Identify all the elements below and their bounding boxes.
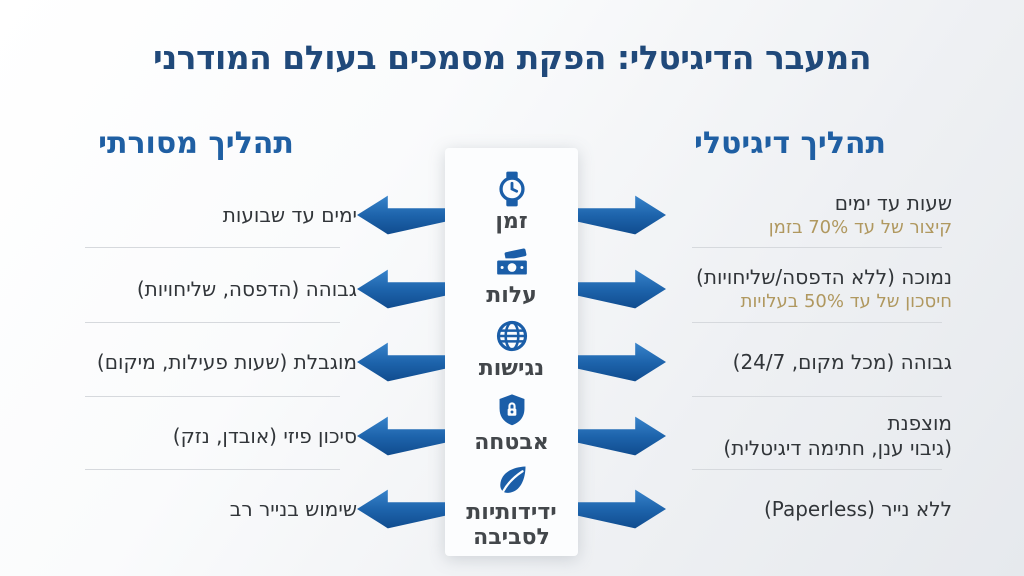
traditional-row-accessibility: מוגבלת (שעות פעילות, מיקום) bbox=[22, 328, 357, 396]
digital-benefit-note: קיצור של עד 70% בזמן bbox=[768, 216, 952, 238]
traditional-row-cost: גבוהה (הדפסה, שליחויות) bbox=[22, 255, 357, 323]
digital-row-security: מוצפנת (גיבוי ענן, חתימה דיגיטלית) bbox=[668, 402, 952, 470]
traditional-row-security: סיכון פיזי (אובדן, נזק) bbox=[22, 402, 357, 470]
watch-icon bbox=[494, 171, 530, 207]
category-label: עלות bbox=[486, 283, 537, 308]
shield-lock-icon bbox=[494, 392, 530, 428]
divider bbox=[85, 247, 340, 248]
left-arrow-icon bbox=[357, 489, 445, 529]
traditional-value: סיכון פיזי (אובדן, נזק) bbox=[172, 423, 357, 448]
divider bbox=[692, 322, 942, 323]
left-arrow-icon bbox=[357, 195, 445, 235]
category-label: אבטחה bbox=[474, 430, 549, 455]
digital-value: שעות עד ימים bbox=[834, 190, 952, 215]
globe-icon bbox=[494, 318, 530, 354]
digital-value: גבוהה (מכל מקום, 24/7) bbox=[732, 349, 952, 374]
digital-value: ללא נייר (Paperless) bbox=[763, 496, 952, 521]
left-arrow-icon bbox=[357, 269, 445, 309]
digital-value: נמוכה (ללא הדפסה/שליחויות) bbox=[696, 264, 952, 289]
traditional-value: שימוש בנייר רב bbox=[229, 496, 357, 521]
traditional-row-time: ימים עד שבועות bbox=[22, 181, 357, 249]
divider bbox=[692, 396, 942, 397]
digital-benefit-note: חיסכון של עד 50% בעלויות bbox=[740, 290, 952, 312]
traditional-column-header: תהליך מסורתי bbox=[98, 126, 294, 161]
divider bbox=[692, 247, 942, 248]
digital-column-header: תהליך דיגיטלי bbox=[694, 126, 886, 161]
leaf-icon bbox=[494, 462, 530, 498]
category-item-security: אבטחה bbox=[445, 392, 578, 456]
category-item-time: זמן bbox=[445, 171, 578, 235]
right-arrow-icon bbox=[578, 489, 666, 529]
right-arrow-icon bbox=[578, 342, 666, 382]
divider bbox=[85, 396, 340, 397]
right-arrow-icon bbox=[578, 269, 666, 309]
digital-row-eco: ללא נייר (Paperless) bbox=[668, 475, 952, 543]
digital-row-cost: נמוכה (ללא הדפסה/שליחויות) חיסכון של עד … bbox=[668, 255, 952, 323]
left-arrow-icon bbox=[357, 342, 445, 382]
right-arrow-icon bbox=[578, 416, 666, 456]
page-title: המעבר הדיגיטלי: הפקת מסמכים בעולם המודרנ… bbox=[153, 38, 872, 77]
category-label: זמן bbox=[495, 209, 528, 234]
divider bbox=[85, 469, 340, 470]
traditional-value: ימים עד שבועות bbox=[222, 202, 357, 227]
banknote-icon bbox=[494, 245, 530, 281]
category-label: ידידותיות לסביבה bbox=[466, 500, 557, 550]
traditional-row-eco: שימוש בנייר רב bbox=[22, 475, 357, 543]
category-item-cost: עלות bbox=[445, 245, 578, 309]
traditional-value: גבוהה (הדפסה, שליחויות) bbox=[136, 276, 357, 301]
right-arrow-icon bbox=[578, 195, 666, 235]
category-item-accessibility: נגישות bbox=[445, 318, 578, 382]
category-label: נגישות bbox=[478, 356, 545, 381]
digital-value: מוצפנת bbox=[887, 411, 952, 435]
left-arrow-icon bbox=[357, 416, 445, 456]
divider bbox=[692, 469, 942, 470]
traditional-value: מוגבלת (שעות פעילות, מיקום) bbox=[96, 349, 357, 374]
digital-row-time: שעות עד ימים קיצור של עד 70% בזמן bbox=[668, 181, 952, 249]
digital-value-detail: (גיבוי ענן, חתימה דיגיטלית) bbox=[723, 436, 952, 460]
category-item-eco: ידידותיות לסביבה bbox=[445, 462, 578, 550]
divider bbox=[85, 322, 340, 323]
digital-row-accessibility: גבוהה (מכל מקום, 24/7) bbox=[668, 328, 952, 396]
